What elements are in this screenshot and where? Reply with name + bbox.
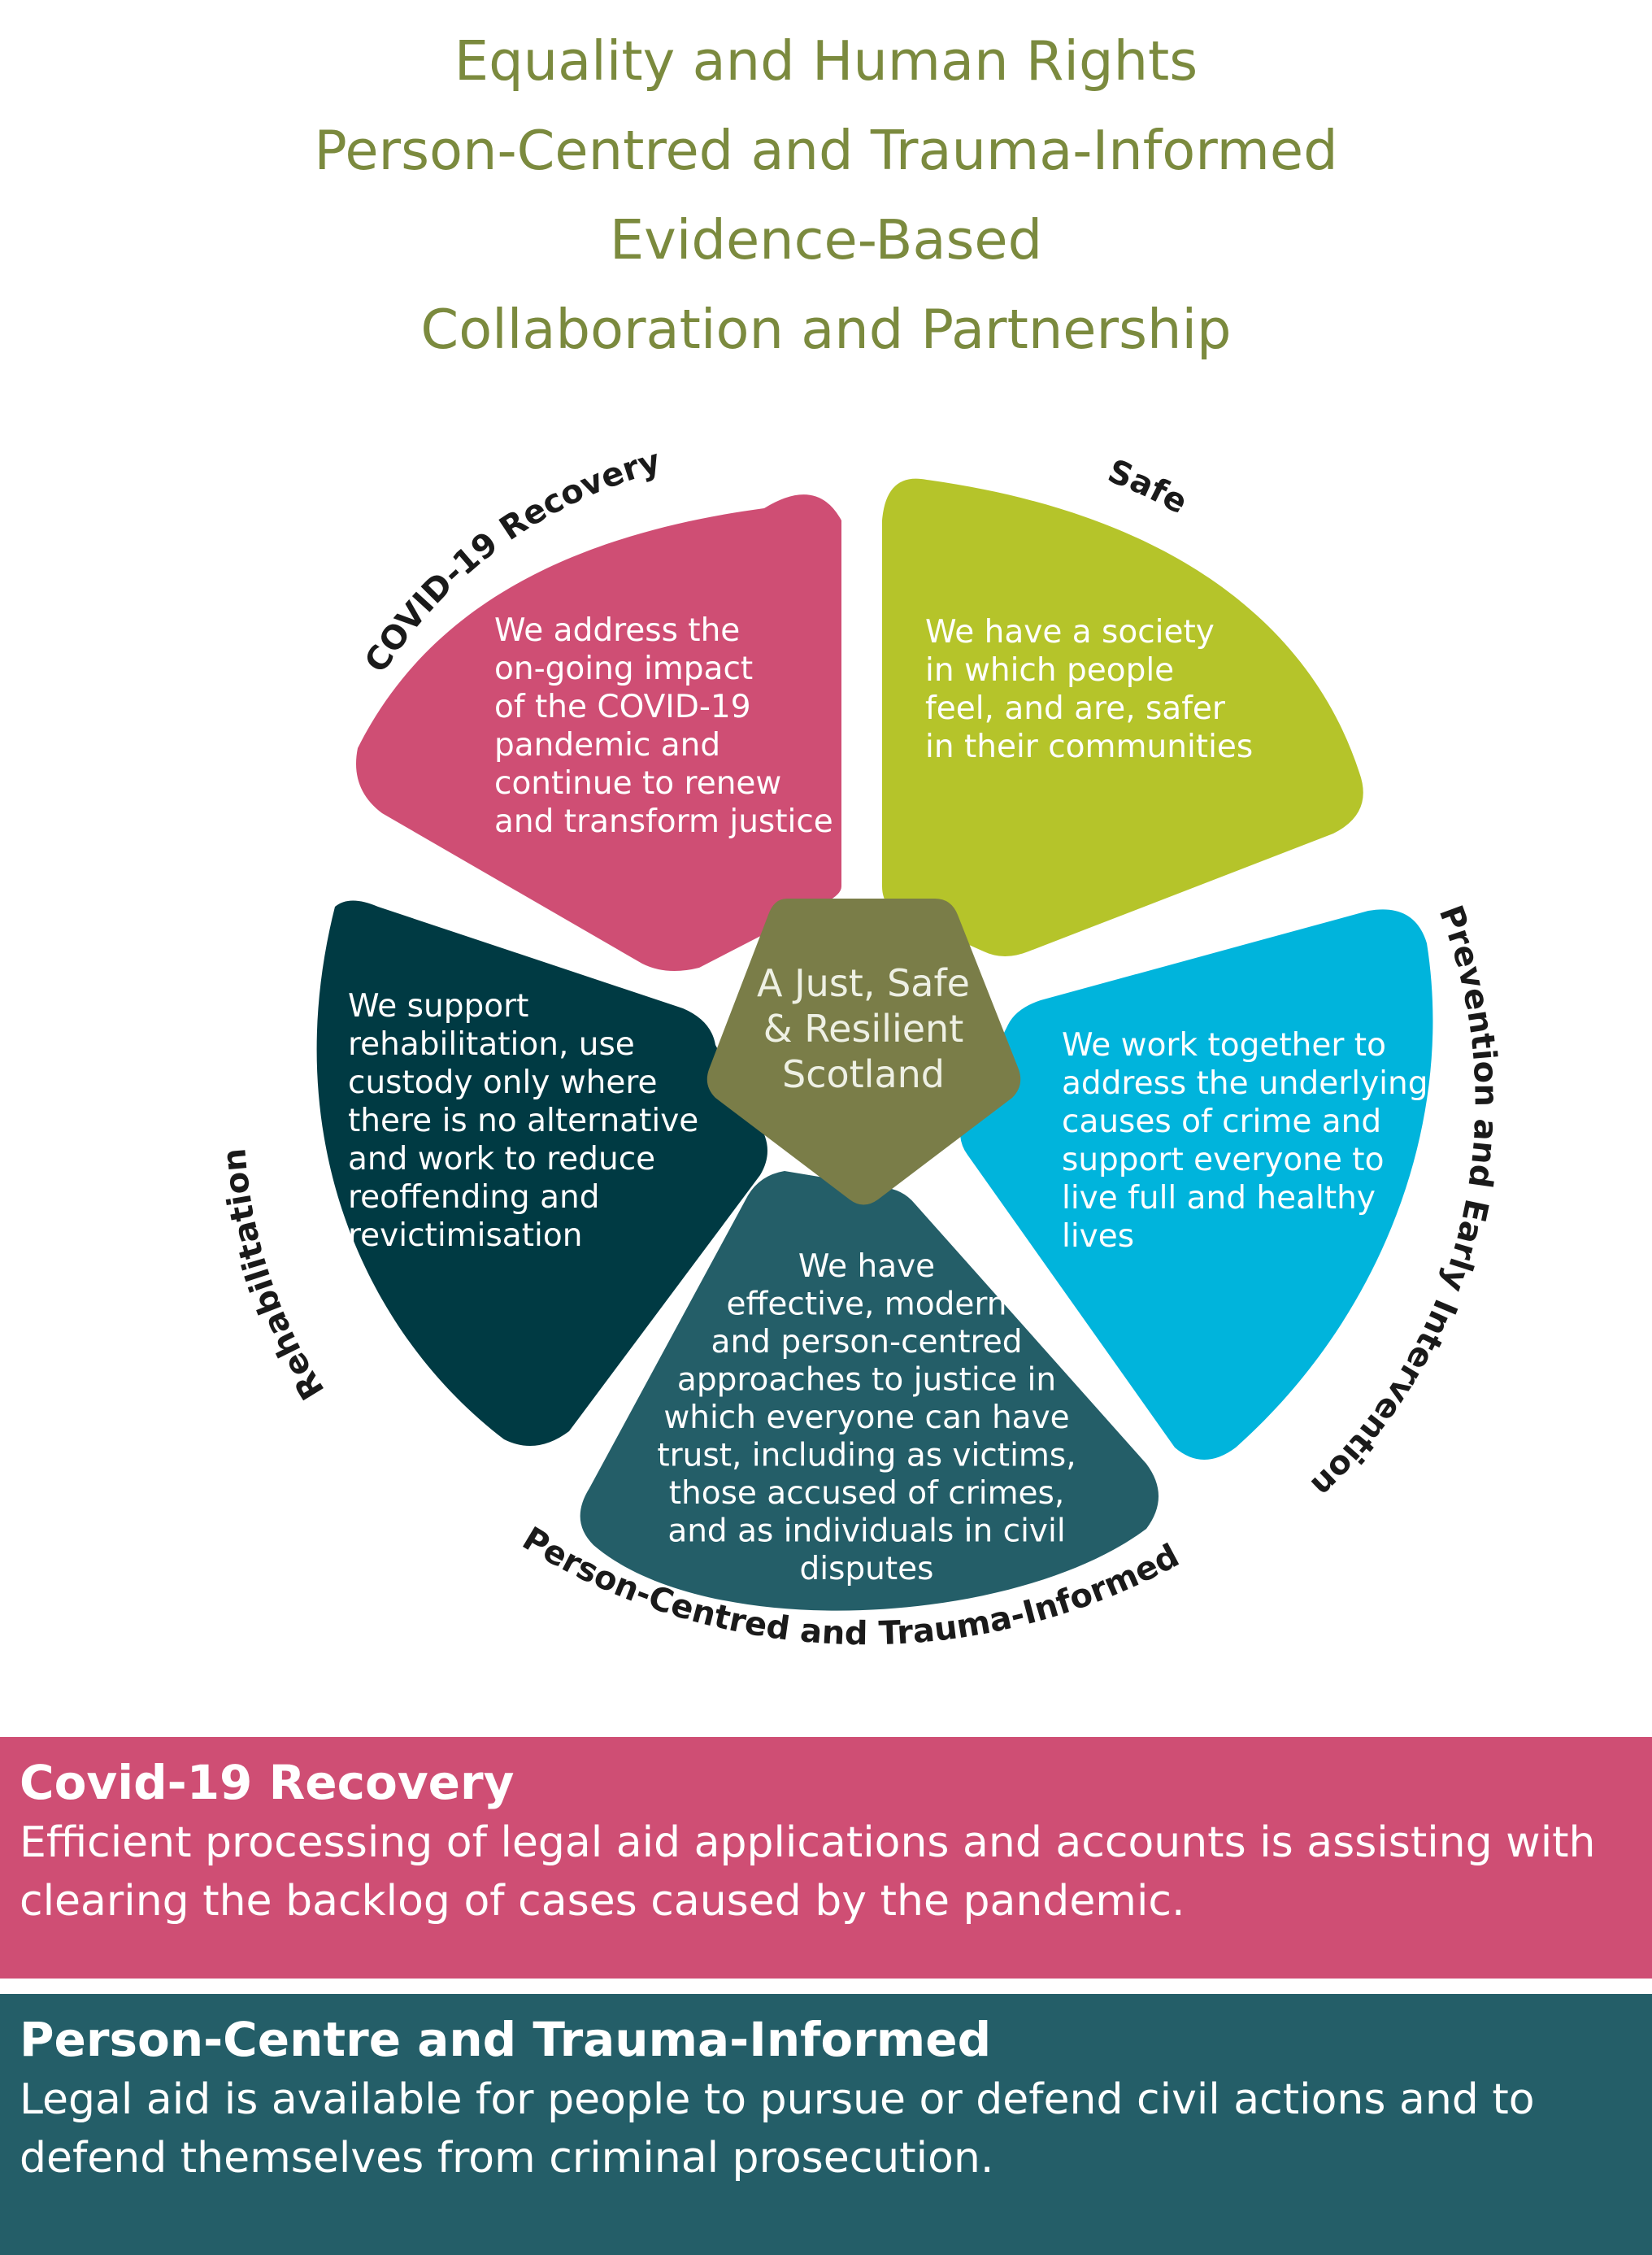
- segment-prevention-shape: [960, 909, 1433, 1460]
- label-safe: Safe: [1102, 452, 1193, 521]
- segment-rehab-line: rehabilitation, use: [348, 1026, 635, 1063]
- panel-person-body: Legal aid is available for people to pur…: [20, 2075, 1535, 2183]
- center-pentagon: [706, 899, 1021, 1205]
- segment-person-line: effective, modern: [727, 1286, 1007, 1323]
- label-rehab: Rehabilitation: [215, 1147, 332, 1406]
- segment-prevention-line: live full and healthy: [1062, 1180, 1376, 1217]
- panel-covid-title: Covid-19 Recovery: [20, 1755, 515, 1810]
- segment-covid-line: pandemic and: [494, 727, 720, 764]
- segment-safe-line: in which people: [925, 652, 1174, 689]
- center-line: A Just, Safe: [757, 961, 970, 1005]
- segment-rehab-shape: [316, 900, 767, 1446]
- segment-rehab-line: custody only where: [348, 1064, 658, 1101]
- segment-person-line: and as individuals in civil: [667, 1513, 1065, 1550]
- segment-prevention-line: We work together to: [1062, 1027, 1386, 1064]
- segment-covid-line: continue to renew: [494, 765, 781, 802]
- principle-equality: Equality and Human Rights: [454, 29, 1198, 93]
- segment-person-line: We have: [798, 1248, 935, 1285]
- segment-covid-line: of the COVID-19: [494, 689, 751, 725]
- segment-person-line: trust, including as victims,: [657, 1438, 1076, 1474]
- panel-person-centred: Person-Centre and Trauma-Informed Legal …: [0, 1994, 1652, 2255]
- segment-covid-line: on-going impact: [494, 651, 753, 687]
- segment-rehab-line: revictimisation: [348, 1217, 582, 1254]
- segment-person-line: approaches to justice in: [677, 1362, 1056, 1399]
- segment-prevention-line: lives: [1062, 1218, 1134, 1255]
- segment-safe-line: feel, and are, safer: [925, 690, 1226, 727]
- segment-person-line: which everyone can have: [663, 1400, 1069, 1436]
- panel-covid-body: Efficient processing of legal aid applic…: [20, 1818, 1596, 1926]
- segment-prevention-line: causes of crime and: [1062, 1104, 1381, 1140]
- segment-covid-line: We address the: [494, 612, 740, 649]
- segment-person-line: and person-centred: [711, 1324, 1023, 1360]
- principles-list: Equality and Human Rights Person-Centred…: [0, 16, 1652, 374]
- segment-safe-line: in their communities: [925, 729, 1253, 765]
- segment-prevention-line: support everyone to: [1062, 1142, 1384, 1178]
- panel-covid-recovery: Covid-19 Recovery Efficient processing o…: [0, 1737, 1652, 1979]
- segment-rehab-line: We support: [348, 988, 528, 1025]
- principle-person-centred: Person-Centred and Trauma-Informed: [314, 119, 1338, 182]
- segment-person-line: disputes: [800, 1551, 934, 1587]
- segment-person-shape: [580, 1171, 1159, 1611]
- segment-prevention-line: address the underlying: [1062, 1065, 1428, 1102]
- segment-covid-shape: [356, 494, 841, 971]
- panel-person-title: Person-Centre and Trauma-Informed: [20, 2012, 992, 2067]
- segment-rehab-line: reoffending and: [348, 1179, 599, 1216]
- segment-safe-line: We have a society: [925, 614, 1215, 651]
- segment-covid-line: and transform justice: [494, 803, 833, 840]
- center-line: Scotland: [782, 1052, 945, 1096]
- principle-evidence: Evidence-Based: [609, 208, 1043, 272]
- principle-collaboration: Collaboration and Partnership: [420, 298, 1232, 361]
- segment-person-line: those accused of crimes,: [669, 1475, 1065, 1512]
- segment-rehab-line: and work to reduce: [348, 1141, 655, 1178]
- segment-safe-shape: [882, 478, 1363, 956]
- center-line: & Resilient: [763, 1007, 964, 1051]
- segment-rehab-line: there is no alternative: [348, 1103, 698, 1139]
